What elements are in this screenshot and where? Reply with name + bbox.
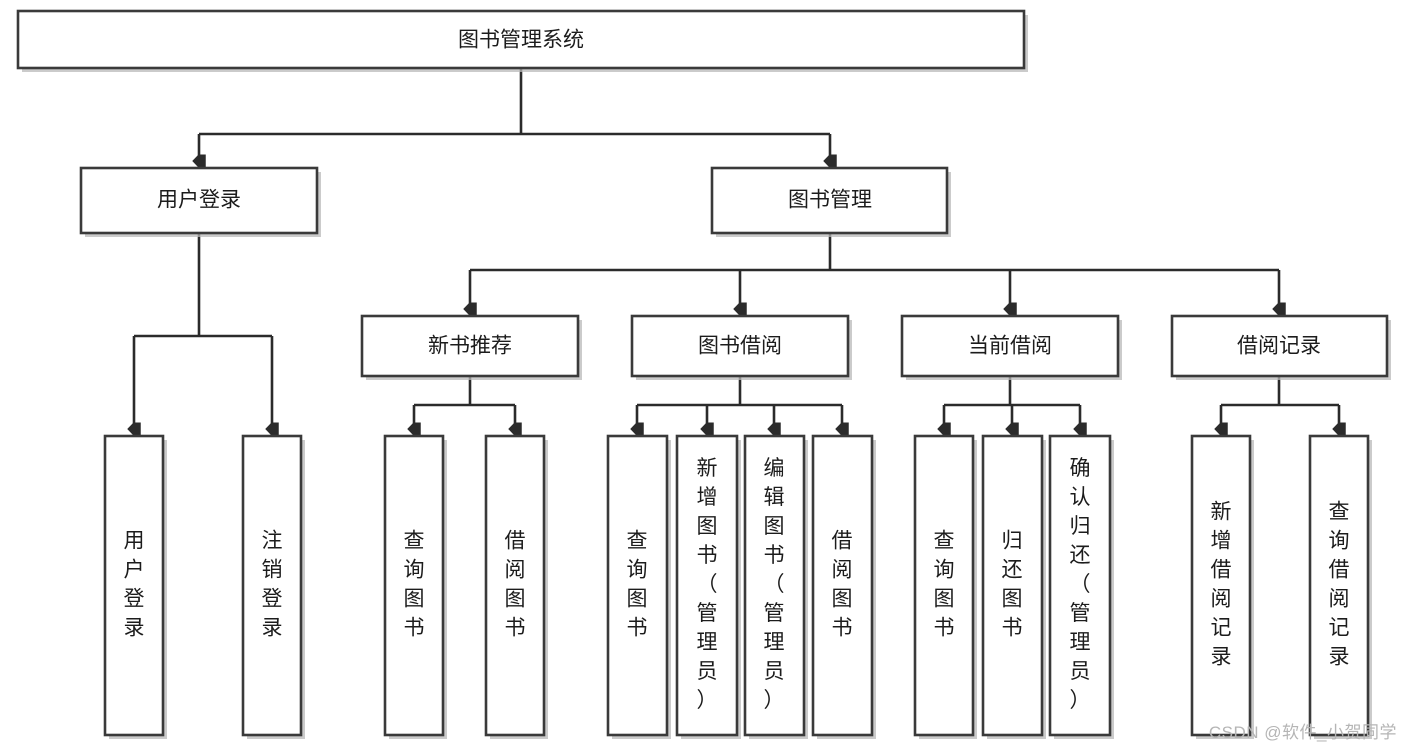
node-book-manage[interactable]: 图书管理 — [710, 166, 951, 237]
node-leaf-add-book-label: 新增图书（管理员） — [697, 457, 718, 712]
node-book-borrow-label: 图书借阅 — [698, 335, 782, 358]
node-leaf-query-book-1-label: 查询图书 — [404, 529, 425, 639]
node-leaf-borrow-book-2[interactable]: 借阅图书 — [811, 434, 876, 739]
node-user-login[interactable]: 用户登录 — [79, 166, 321, 237]
node-leaf-query-record[interactable]: 查询借阅记录 — [1308, 434, 1372, 739]
node-borrow-record-box — [1170, 314, 1389, 378]
node-book-manage-label: 图书管理 — [788, 189, 872, 212]
node-book-borrow[interactable]: 图书借阅 — [630, 314, 852, 380]
node-new-book-recommend-box — [360, 314, 580, 378]
node-current-borrow-box — [900, 314, 1120, 378]
node-leaf-confirm-return-label: 确认归还（管理员） — [1070, 457, 1091, 712]
node-leaf-return-book-label: 归还图书 — [1002, 529, 1023, 639]
node-leaf-user-login-box — [103, 434, 165, 737]
node-leaf-borrow-book-2-box — [811, 434, 874, 737]
node-new-book-recommend-label: 新书推荐 — [428, 335, 512, 358]
node-leaf-return-book[interactable]: 归还图书 — [981, 434, 1046, 739]
connector-layer — [134, 68, 1339, 428]
node-user-login-label: 用户登录 — [157, 189, 241, 212]
node-borrow-record-label: 借阅记录 — [1237, 335, 1321, 358]
node-leaf-query-book-2[interactable]: 查询图书 — [606, 434, 671, 739]
node-root-system[interactable]: 图书管理系统 — [16, 9, 1028, 72]
node-book-manage-box — [710, 166, 949, 235]
node-leaf-confirm-return-box — [1048, 434, 1112, 737]
node-leaf-add-book[interactable]: 新增图书（管理员） — [675, 434, 741, 739]
node-leaf-borrow-book-2-label: 借阅图书 — [832, 529, 853, 639]
node-root-box — [16, 9, 1026, 70]
node-layer: 图书管理系统 用户登录 图书管理 新书推荐 — [16, 9, 1391, 739]
node-leaf-add-book-box — [675, 434, 739, 737]
node-leaf-borrow-book-1-label: 借阅图书 — [505, 529, 526, 639]
node-leaf-user-login[interactable]: 用户登录 — [103, 434, 167, 739]
node-leaf-query-book-3-label: 查询图书 — [934, 529, 955, 639]
node-leaf-query-book-1[interactable]: 查询图书 — [383, 434, 447, 739]
node-user-login-box — [79, 166, 319, 235]
node-leaf-edit-book-label: 编辑图书（管理员） — [764, 457, 785, 712]
node-leaf-user-login-label: 用户登录 — [124, 529, 145, 639]
node-book-borrow-box — [630, 314, 850, 378]
node-leaf-edit-book-box — [743, 434, 806, 737]
node-leaf-borrow-book-1-box — [484, 434, 546, 737]
node-leaf-query-book-2-label: 查询图书 — [627, 529, 648, 639]
node-leaf-borrow-book-1[interactable]: 借阅图书 — [484, 434, 548, 739]
node-leaf-logout-label: 注销登录 — [262, 529, 283, 639]
node-leaf-return-book-box — [981, 434, 1044, 737]
node-leaf-query-record-label: 查询借阅记录 — [1329, 500, 1350, 668]
node-leaf-add-record-box — [1190, 434, 1252, 737]
node-leaf-add-record-label: 新增借阅记录 — [1211, 500, 1232, 668]
node-borrow-record[interactable]: 借阅记录 — [1170, 314, 1391, 380]
node-leaf-logout[interactable]: 注销登录 — [241, 434, 305, 739]
node-leaf-confirm-return[interactable]: 确认归还（管理员） — [1048, 434, 1114, 739]
node-leaf-query-book-2-box — [606, 434, 669, 737]
node-leaf-query-book-3-box — [913, 434, 975, 737]
node-root-label: 图书管理系统 — [458, 29, 584, 52]
node-current-borrow-label: 当前借阅 — [968, 335, 1052, 358]
node-leaf-edit-book[interactable]: 编辑图书（管理员） — [743, 434, 808, 739]
node-leaf-query-record-box — [1308, 434, 1370, 737]
node-leaf-add-record[interactable]: 新增借阅记录 — [1190, 434, 1254, 739]
node-current-borrow[interactable]: 当前借阅 — [900, 314, 1122, 380]
node-leaf-logout-box — [241, 434, 303, 737]
node-leaf-query-book-1-box — [383, 434, 445, 737]
node-leaf-query-book-3[interactable]: 查询图书 — [913, 434, 977, 739]
node-new-book-recommend[interactable]: 新书推荐 — [360, 314, 582, 380]
